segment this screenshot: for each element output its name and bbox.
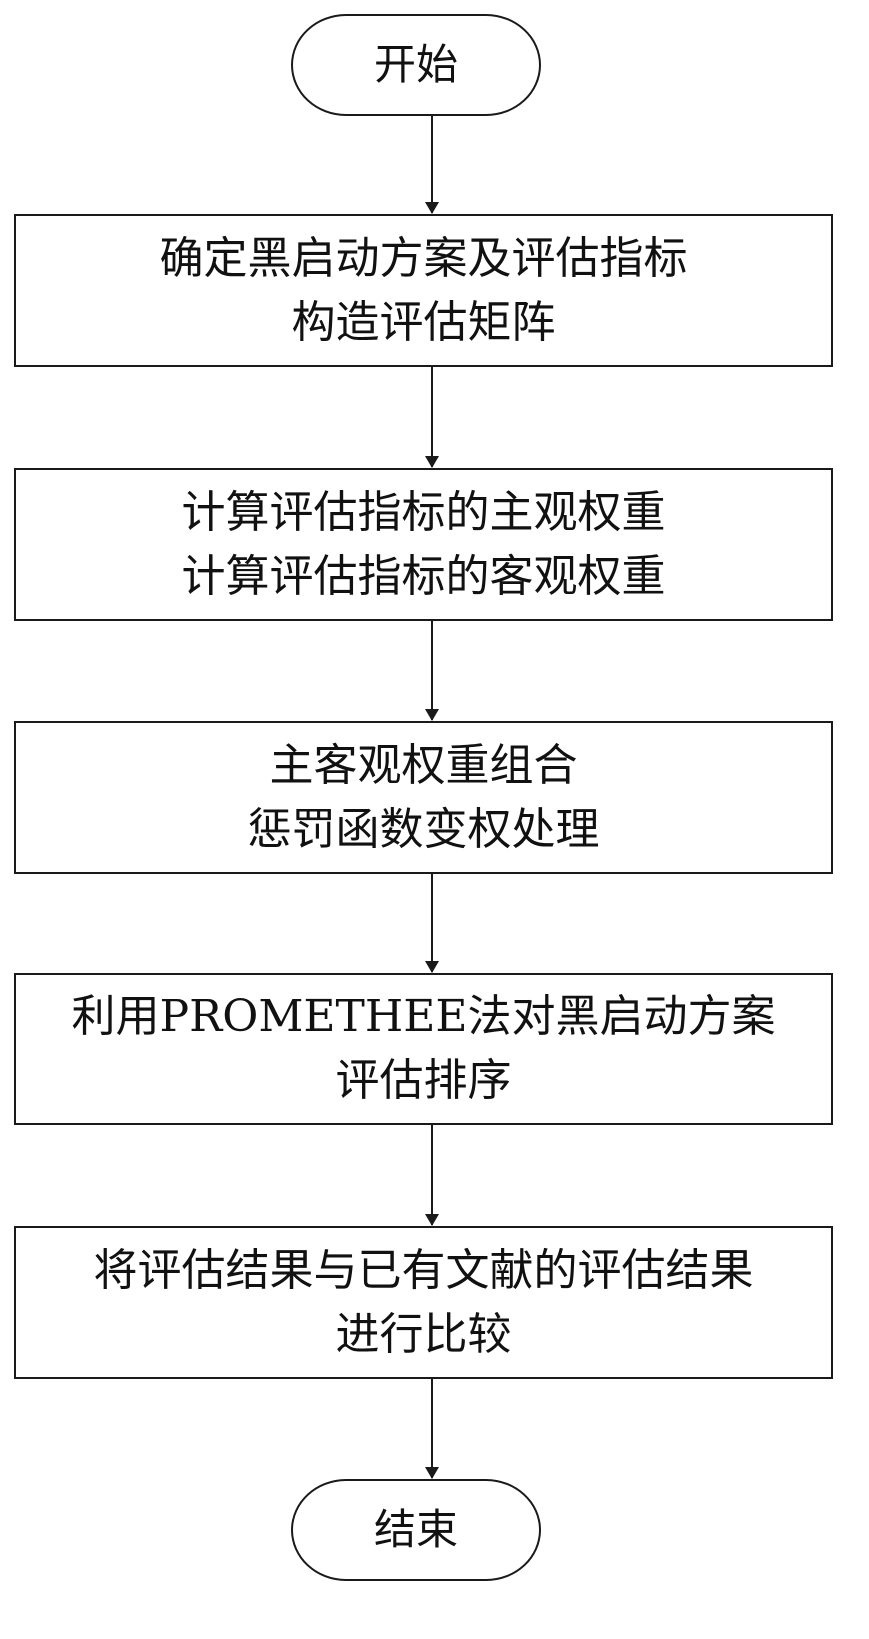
step-4-line-2: 评估排序: [335, 1055, 512, 1106]
process-step-5: 将评估结果与已有文献的评估结果 进行比较: [14, 1226, 833, 1379]
process-step-4: 利用PROMETHEE法对黑启动方案 评估排序: [14, 973, 833, 1125]
end-node: 结束: [291, 1479, 541, 1581]
end-label: 结束: [373, 1505, 458, 1554]
step-5-line-2: 进行比较: [335, 1308, 512, 1360]
step-1-line-2: 构造评估矩阵: [291, 296, 556, 348]
start-label: 开始: [373, 40, 458, 89]
step-2-line-2: 计算评估指标的客观权重: [181, 550, 666, 602]
start-node: 开始: [291, 14, 541, 116]
step-5-line-1: 将评估结果与已有文献的评估结果: [93, 1244, 754, 1296]
step-3-line-1: 主客观权重组合: [269, 739, 578, 791]
step-3-line-2: 惩罚函数变权处理: [247, 803, 600, 855]
process-step-3: 主客观权重组合 惩罚函数变权处理: [14, 721, 833, 874]
process-step-1: 确定黑启动方案及评估指标 构造评估矩阵: [14, 214, 833, 367]
process-step-2: 计算评估指标的主观权重 计算评估指标的客观权重: [14, 468, 833, 621]
step-2-line-1: 计算评估指标的主观权重: [181, 486, 666, 538]
step-4-line-1: 利用PROMETHEE法对黑启动方案: [71, 991, 776, 1043]
step-1-line-1: 确定黑启动方案及评估指标: [159, 232, 688, 284]
